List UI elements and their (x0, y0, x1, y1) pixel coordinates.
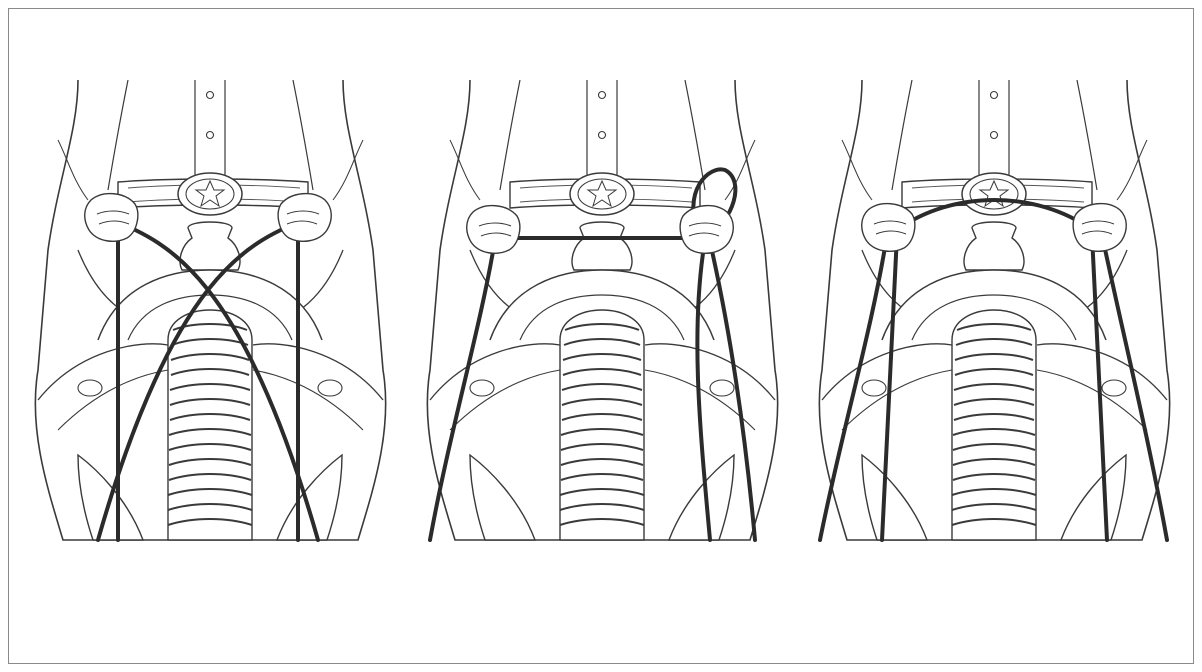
panel-crossed-reins (18, 70, 402, 550)
bridged-rein-illustration (802, 70, 1186, 550)
panel-bridged-rein (802, 70, 1186, 550)
looped-rein-illustration (410, 70, 794, 550)
panel-looped-rein (410, 70, 794, 550)
crossed-reins-illustration (18, 70, 402, 550)
